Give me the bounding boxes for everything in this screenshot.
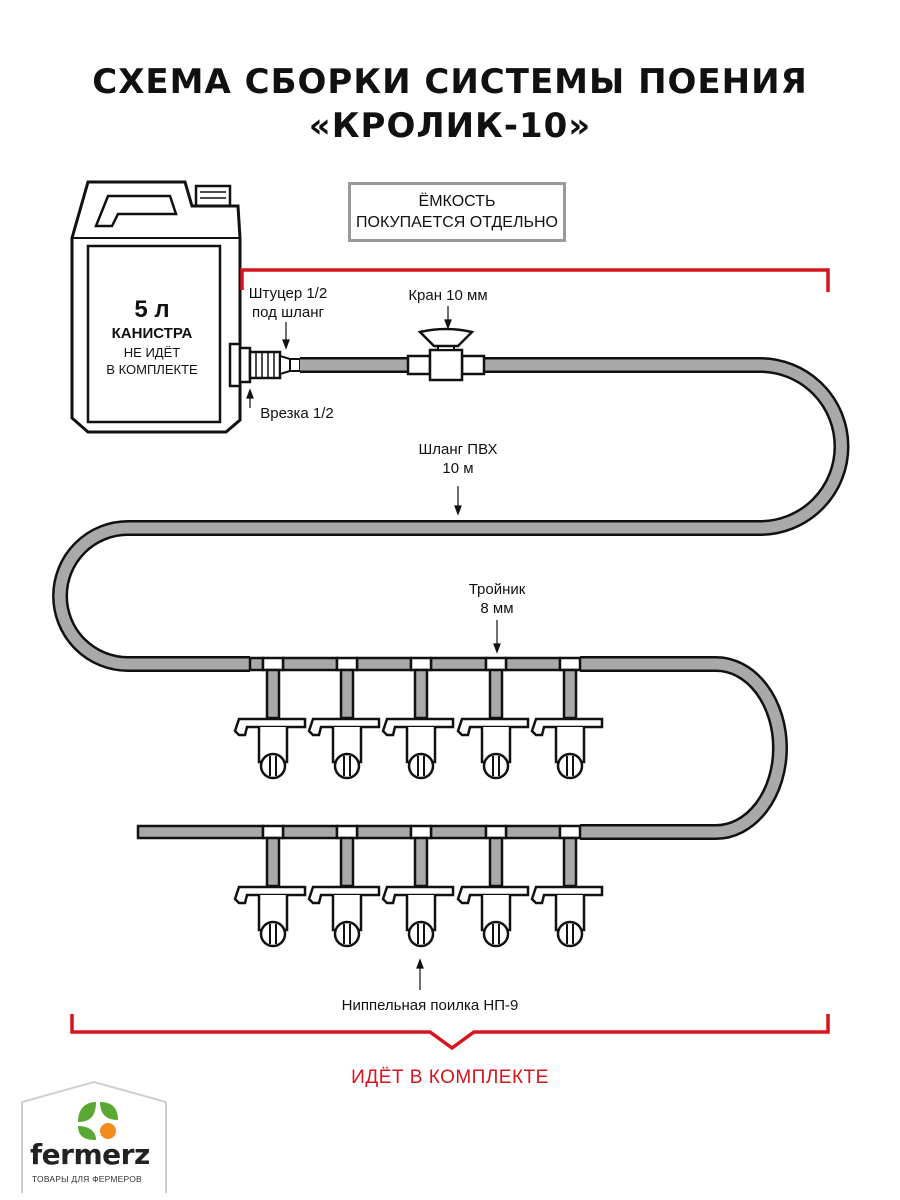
hose-label-line-2: 10 м <box>442 460 474 477</box>
insert-fitting-icon <box>228 342 252 388</box>
canister-name: КАНИСТРА <box>111 325 193 342</box>
drop-hose-segment <box>413 668 429 720</box>
fitting-label-line-1: Штуцер 1/2 <box>248 285 328 302</box>
tee-connector-icon <box>261 824 285 840</box>
drop-hose-segment <box>339 668 355 720</box>
drop-hose-segment <box>488 836 504 888</box>
hose-segment <box>281 656 339 672</box>
nipple-drinker-icon <box>381 717 455 780</box>
nipple-drinker-icon <box>307 717 381 780</box>
insert-label: Врезка 1/2 <box>260 405 334 422</box>
included-bracket <box>70 1014 830 1051</box>
canister-icon <box>70 180 242 434</box>
fitting-label-line-2: под шланг <box>252 304 324 321</box>
drinker-row-2 <box>136 824 604 948</box>
included-label: ИДЁТ В КОМПЛЕКТЕ <box>351 1067 549 1088</box>
drop-hose-segment <box>488 668 504 720</box>
note-line-2: ПОКУПАЕТСЯ ОТДЕЛЬНО <box>356 214 558 231</box>
drop-hose-segment <box>339 836 355 888</box>
page-title: СХЕМА СБОРКИ СИСТЕМЫ ПОЕНИЯ «КРОЛИК-10» <box>0 60 900 148</box>
drop-hose-segment <box>265 668 281 720</box>
brand-tagline: ТОВАРЫ ДЛЯ ФЕРМЕРОВ <box>32 1174 142 1184</box>
hose-label-line-1: Шланг ПВХ <box>418 441 498 458</box>
tee-connector-icon <box>335 824 359 840</box>
tee-label-line-2: 8 мм <box>480 600 514 617</box>
title-line-1: СХЕМА СБОРКИ СИСТЕМЫ ПОЕНИЯ <box>92 62 808 102</box>
valve-icon <box>406 327 486 382</box>
tee-connector-icon <box>484 656 508 672</box>
nipple-drinker-icon <box>530 717 604 780</box>
tee-connector-icon <box>558 656 582 672</box>
tee-connector-icon <box>409 656 433 672</box>
title-line-2: «КРОЛИК-10» <box>308 106 592 146</box>
hose-fitting-icon <box>248 350 301 380</box>
note-line-1: ЁМКОСТЬ <box>418 193 496 210</box>
brand-name: fermerz <box>30 1138 150 1171</box>
drop-hose-segment <box>562 668 578 720</box>
hose-segment <box>281 824 339 840</box>
fitting-label: Штуцер 1/2 под шланг <box>240 284 336 322</box>
nipple-drinker-icon <box>456 717 530 780</box>
canister-label: 5 л КАНИСТРА НЕ ИДЁТ В КОМПЛЕКТЕ <box>92 296 212 378</box>
hose-segment <box>355 824 413 840</box>
tee-connector-icon <box>261 656 285 672</box>
drop-hose-segment <box>413 836 429 888</box>
hose-segment <box>504 824 562 840</box>
canister-note-line-2: В КОМПЛЕКТЕ <box>106 362 198 377</box>
tee-connector-icon <box>484 824 508 840</box>
drinker-label: Ниппельная поилка НП-9 <box>341 997 519 1014</box>
drop-hose-segment <box>265 836 281 888</box>
drop-hose-segment <box>562 836 578 888</box>
nipple-drinker-icon <box>381 885 455 948</box>
hose-segment <box>248 656 265 672</box>
pvc-hose <box>52 357 850 840</box>
drinker-row-1 <box>233 656 604 780</box>
brand-logo: fermerz ТОВАРЫ ДЛЯ ФЕРМЕРОВ <box>20 1080 167 1195</box>
tee-connector-icon <box>558 824 582 840</box>
canister-note-line-1: НЕ ИДЁТ <box>123 345 181 360</box>
hose-segment <box>504 656 562 672</box>
leaf-logo-icon <box>21 1080 167 1193</box>
hose-segment <box>429 656 488 672</box>
tee-connector-icon <box>335 656 359 672</box>
hose-segment <box>429 824 488 840</box>
nipple-drinker-icon <box>233 717 307 780</box>
hose-segment <box>355 656 413 672</box>
separate-purchase-bracket <box>240 268 830 292</box>
tee-connector-icon <box>409 824 433 840</box>
nipple-drinker-icon <box>456 885 530 948</box>
nipple-drinker-icon <box>233 885 307 948</box>
tee-label: Тройник 8 мм <box>447 580 547 618</box>
canister-volume: 5 л <box>134 296 170 323</box>
hose-segment <box>136 824 265 840</box>
tap-label: Кран 10 мм <box>408 287 488 304</box>
hose-label: Шланг ПВХ 10 м <box>398 440 518 478</box>
nipple-drinker-icon <box>530 885 604 948</box>
nipple-drinker-icon <box>307 885 381 948</box>
leader-lines <box>246 306 501 990</box>
container-note-box: ЁМКОСТЬ ПОКУПАЕТСЯ ОТДЕЛЬНО <box>348 182 566 242</box>
tee-label-line-1: Тройник <box>468 581 526 598</box>
